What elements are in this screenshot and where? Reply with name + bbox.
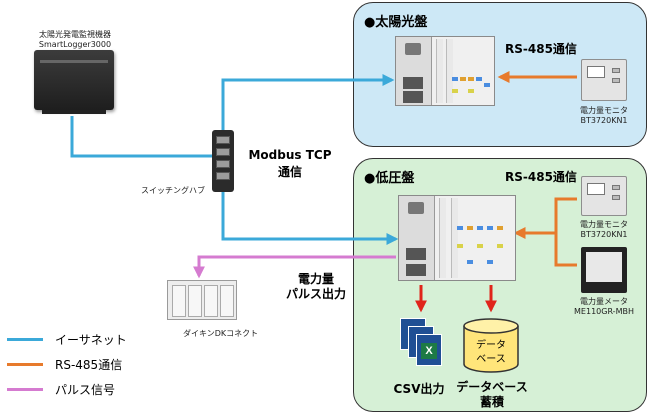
database-caption-line1: データベース [456, 380, 528, 394]
legend-pulse-label: パルス信号 [55, 383, 116, 397]
power-meter-device [581, 247, 627, 293]
ethernet-line-low [221, 192, 399, 245]
legend-rs485-label: RS-485通信 [55, 358, 123, 372]
logger-title: 太陽光発電監視機器 [39, 30, 111, 39]
low-meter-1-model: BT3720KN1 [580, 230, 628, 239]
daikin-dk-connect-device [167, 280, 237, 320]
low-meter-2-model: ME110GR-MBH [574, 307, 634, 316]
daikin-label: ダイキンDKコネクト [183, 329, 259, 338]
database-icon [463, 318, 519, 373]
low-meter-2-label: 電力量メータ [580, 297, 628, 306]
solar-panel-title: ●太陽光盤 [364, 15, 428, 30]
modbus-label-line2: 通信 [277, 165, 302, 179]
low-power-monitor-device [581, 176, 627, 216]
database-text-line1: データ [476, 340, 506, 351]
low-voltage-plc-controller [398, 195, 516, 281]
legend-ethernet-swatch [7, 338, 43, 341]
solar-power-monitor-device [581, 59, 627, 101]
legend-pulse-swatch [7, 388, 43, 391]
legend-rs485-swatch [7, 363, 43, 366]
ethernet-line-logger [70, 116, 212, 158]
pulse-label-line2: パルス出力 [285, 287, 346, 301]
rs485-low-label: RS-485通信 [505, 170, 577, 184]
csv-output-label: CSV出力 [393, 382, 445, 396]
rs485-solar-label: RS-485通信 [505, 42, 577, 56]
database-caption-line2: 蓄積 [479, 395, 504, 409]
solar-meter-label: 電力量モニタ [580, 106, 628, 115]
logger-base [42, 110, 106, 114]
modbus-label-line1: Modbus TCP [248, 148, 332, 162]
legend-ethernet-label: イーサネット [55, 333, 127, 347]
database-text-line2: ベース [476, 354, 506, 365]
low-voltage-panel-title: ●低圧盤 [364, 171, 415, 186]
smartlogger-device [34, 50, 114, 110]
logger-model: SmartLogger3000 [38, 40, 112, 49]
solar-plc-controller [395, 36, 495, 106]
pulse-line [193, 255, 396, 279]
switching-hub-device [212, 130, 234, 192]
solar-meter-model: BT3720KN1 [580, 116, 628, 125]
ethernet-line-solar [221, 74, 395, 130]
excel-icon: X [416, 334, 442, 366]
switching-hub-label: スイッチングハブ [141, 186, 205, 195]
pulse-label-line1: 電力量 [297, 272, 334, 286]
low-meter-1-label: 電力量モニタ [580, 220, 628, 229]
